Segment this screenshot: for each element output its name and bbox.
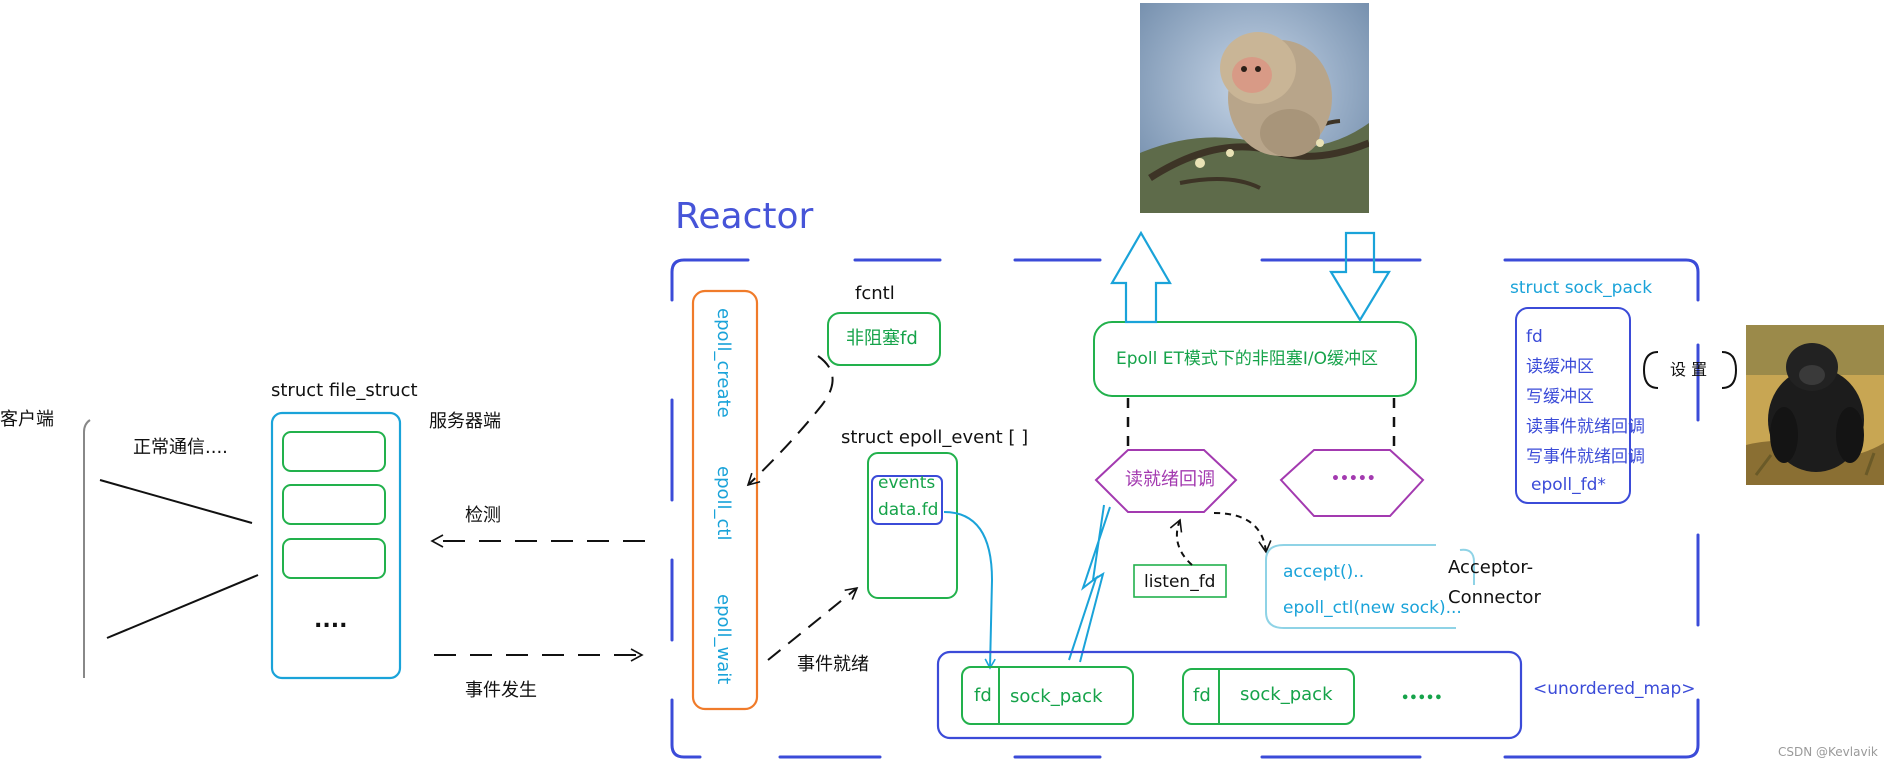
- sock-pack-field: 读缓冲区: [1526, 357, 1594, 377]
- acceptor-label-2: Connector: [1448, 587, 1541, 608]
- epoll-wait-label: epoll_wait: [713, 594, 734, 685]
- listen-fd-arrow: [1169, 518, 1193, 566]
- epoll-func-box: [691, 289, 759, 711]
- buffer-box: [1093, 321, 1417, 397]
- event-ready-arrow: [767, 586, 859, 661]
- acceptor-label-1: Acceptor-: [1448, 557, 1534, 578]
- map-item-pack: sock_pack: [1010, 686, 1103, 707]
- placeholder-hexagon: [1279, 449, 1425, 517]
- unordered-map-box: [936, 650, 1523, 740]
- fcntl-nonblock-box: [827, 312, 941, 366]
- file-struct-box: [270, 411, 402, 680]
- reactor-frame: [670, 258, 1700, 759]
- file-struct-slot: [282, 431, 386, 472]
- read-ready-hexagon: [1094, 449, 1238, 513]
- sock-pack-field: 写事件就绪回调: [1526, 447, 1645, 467]
- epoll-event-box: [867, 452, 958, 599]
- client-line-1: [99, 479, 253, 524]
- datafd-to-sockpack-arrow: [943, 511, 996, 670]
- buffer-box-label: Epoll ET模式下的非阻塞I/O缓冲区: [1116, 349, 1379, 369]
- map-item-fd: fd: [1193, 685, 1211, 706]
- lightning-connector: [1068, 504, 1111, 663]
- map-item-box: [961, 666, 1134, 725]
- hexagon-to-acceptor-arrow: [1213, 512, 1272, 554]
- sock-pack-title: struct sock_pack: [1510, 278, 1653, 298]
- client-line-2: [106, 574, 259, 639]
- map-item-box: [1182, 668, 1355, 725]
- fcntl-box-label: 非阻塞fd: [846, 328, 918, 349]
- monkey-photo: [1140, 3, 1369, 213]
- epoll-ctl-label: epoll_ctl: [713, 466, 734, 541]
- client-comm-label: 正常通信....: [133, 437, 228, 458]
- watermark: CSDN @Kevlavik: [1778, 745, 1878, 759]
- map-item-fd: fd: [974, 685, 992, 706]
- sock-pack-field: 读事件就绪回调: [1526, 417, 1645, 437]
- fcntl-title: fcntl: [855, 283, 895, 304]
- hexagon-dots: •••••: [1331, 471, 1376, 487]
- listen-fd-box: [1133, 564, 1227, 598]
- file-struct-dots: ....: [314, 608, 348, 633]
- unordered-map-label: <unordered_map>: [1533, 679, 1696, 699]
- epoll-event-field-datafd: data.fd: [878, 500, 939, 520]
- sock-pack-field: fd: [1526, 327, 1543, 347]
- client-label: 客户端: [0, 409, 54, 430]
- event-occur-label: 事件发生: [465, 680, 537, 701]
- acceptor-epollctl-label: epoll_ctl(new sock)...: [1283, 598, 1462, 618]
- client-bracket: [83, 419, 91, 678]
- up-block-arrow: [1110, 230, 1172, 324]
- sock-pack-field: 写缓冲区: [1526, 387, 1594, 407]
- epoll-event-fields-box: [871, 475, 943, 525]
- down-block-arrow: [1329, 231, 1391, 323]
- map-item-pack: sock_pack: [1240, 684, 1333, 705]
- file-struct-slot: [282, 538, 386, 579]
- sock-pack-struct-box: [1515, 307, 1631, 504]
- event-ready-label: 事件就绪: [797, 654, 869, 675]
- file-struct-title: struct file_struct: [271, 380, 418, 401]
- acceptor-box-edge: [1459, 548, 1475, 585]
- gorilla-photo: [1746, 325, 1884, 485]
- detect-label: 检测: [465, 505, 501, 526]
- listen-fd-label: listen_fd: [1144, 572, 1216, 592]
- acceptor-accept-label: accept()..: [1283, 562, 1365, 582]
- reactor-title: Reactor: [675, 196, 814, 237]
- epoll-event-field-events: events: [878, 473, 936, 493]
- setting-label: 设 置: [1670, 360, 1708, 379]
- setting-bracket: [1642, 351, 1738, 389]
- file-struct-slot: [282, 484, 386, 525]
- read-ready-callback-label: 读就绪回调: [1125, 469, 1215, 490]
- epoll-event-title: struct epoll_event [ ]: [841, 427, 1029, 448]
- server-label: 服务器端: [429, 411, 501, 432]
- sock-pack-field: epoll_fd*: [1531, 475, 1606, 495]
- fcntl-arrow: [746, 355, 834, 487]
- map-dots: •••••: [1401, 691, 1443, 706]
- acceptor-box: [1265, 544, 1456, 629]
- epoll-create-label: epoll_create: [713, 308, 734, 418]
